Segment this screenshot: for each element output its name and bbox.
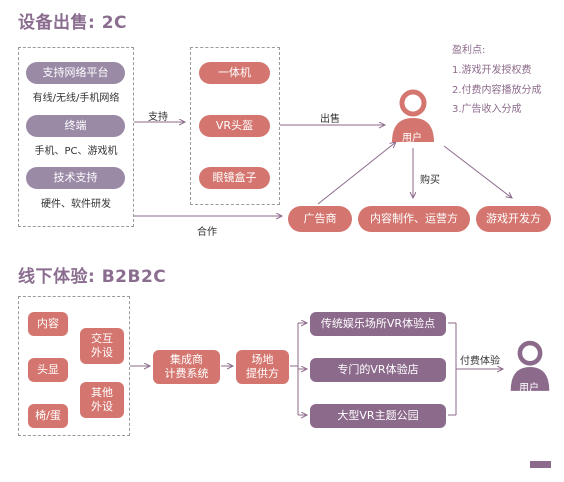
profit-item-2: 2.付费内容播放分成 [452,85,542,96]
footer-bar [530,461,551,468]
tech-support-sub: 硬件、软件研发 [41,199,111,210]
hardware-box [18,296,130,436]
advertiser-node: 广告商 [288,206,352,232]
terminal-node: 终端 [26,115,125,137]
cooperate-label: 合作 [197,227,217,238]
user-label: 用户 [402,133,422,144]
integrator-node: 集成商 计费系统 [153,350,220,384]
content-node: 内容 [28,312,68,336]
device-all-in-one: 一体机 [199,62,270,84]
pay-experience-label: 付费体验 [460,356,500,367]
other-peripheral-node: 其他 外设 [80,382,124,418]
sell-label: 出售 [320,114,340,125]
capabilities-box [18,47,134,227]
devices-box [190,47,280,205]
device-glasses-box: 眼镜盒子 [199,167,270,189]
game-developer-node: 游戏开发方 [476,206,551,232]
venue-provider-node: 场地 提供方 [236,350,289,384]
profit-item-1: 1.游戏开发授权费 [452,65,532,76]
section2-title: 线下体验: B2B2C [18,267,167,287]
user-icon [388,88,438,148]
user-icon-2 [507,338,553,396]
interaction-peripheral-node: 交互 外设 [80,328,124,364]
terminal-sub: 手机、PC、游戏机 [34,146,118,157]
buy-label: 购买 [420,175,440,186]
profit-title: 盈利点: [452,45,486,56]
profit-item-3: 3.广告收入分成 [452,104,522,115]
chair-node: 椅/蛋 [28,404,68,428]
headset-node: 头显 [28,358,68,382]
venue-theme-park: 大型VR主题公园 [310,404,446,428]
section1-title: 设备出售: 2C [18,13,128,33]
network-platform-node: 支持网络平台 [26,62,125,84]
venue-traditional: 传统娱乐场所VR体验点 [310,312,446,336]
venue-dedicated-store: 专门的VR体验店 [310,358,446,382]
user-label-2: 用户 [519,383,539,394]
network-platform-sub: 有线/无线/手机网络 [32,93,120,104]
tech-support-node: 技术支持 [26,167,125,189]
device-vr-headset: VR头盔 [199,115,270,137]
support-label: 支持 [148,112,168,123]
content-operator-node: 内容制作、运营方 [358,206,470,232]
